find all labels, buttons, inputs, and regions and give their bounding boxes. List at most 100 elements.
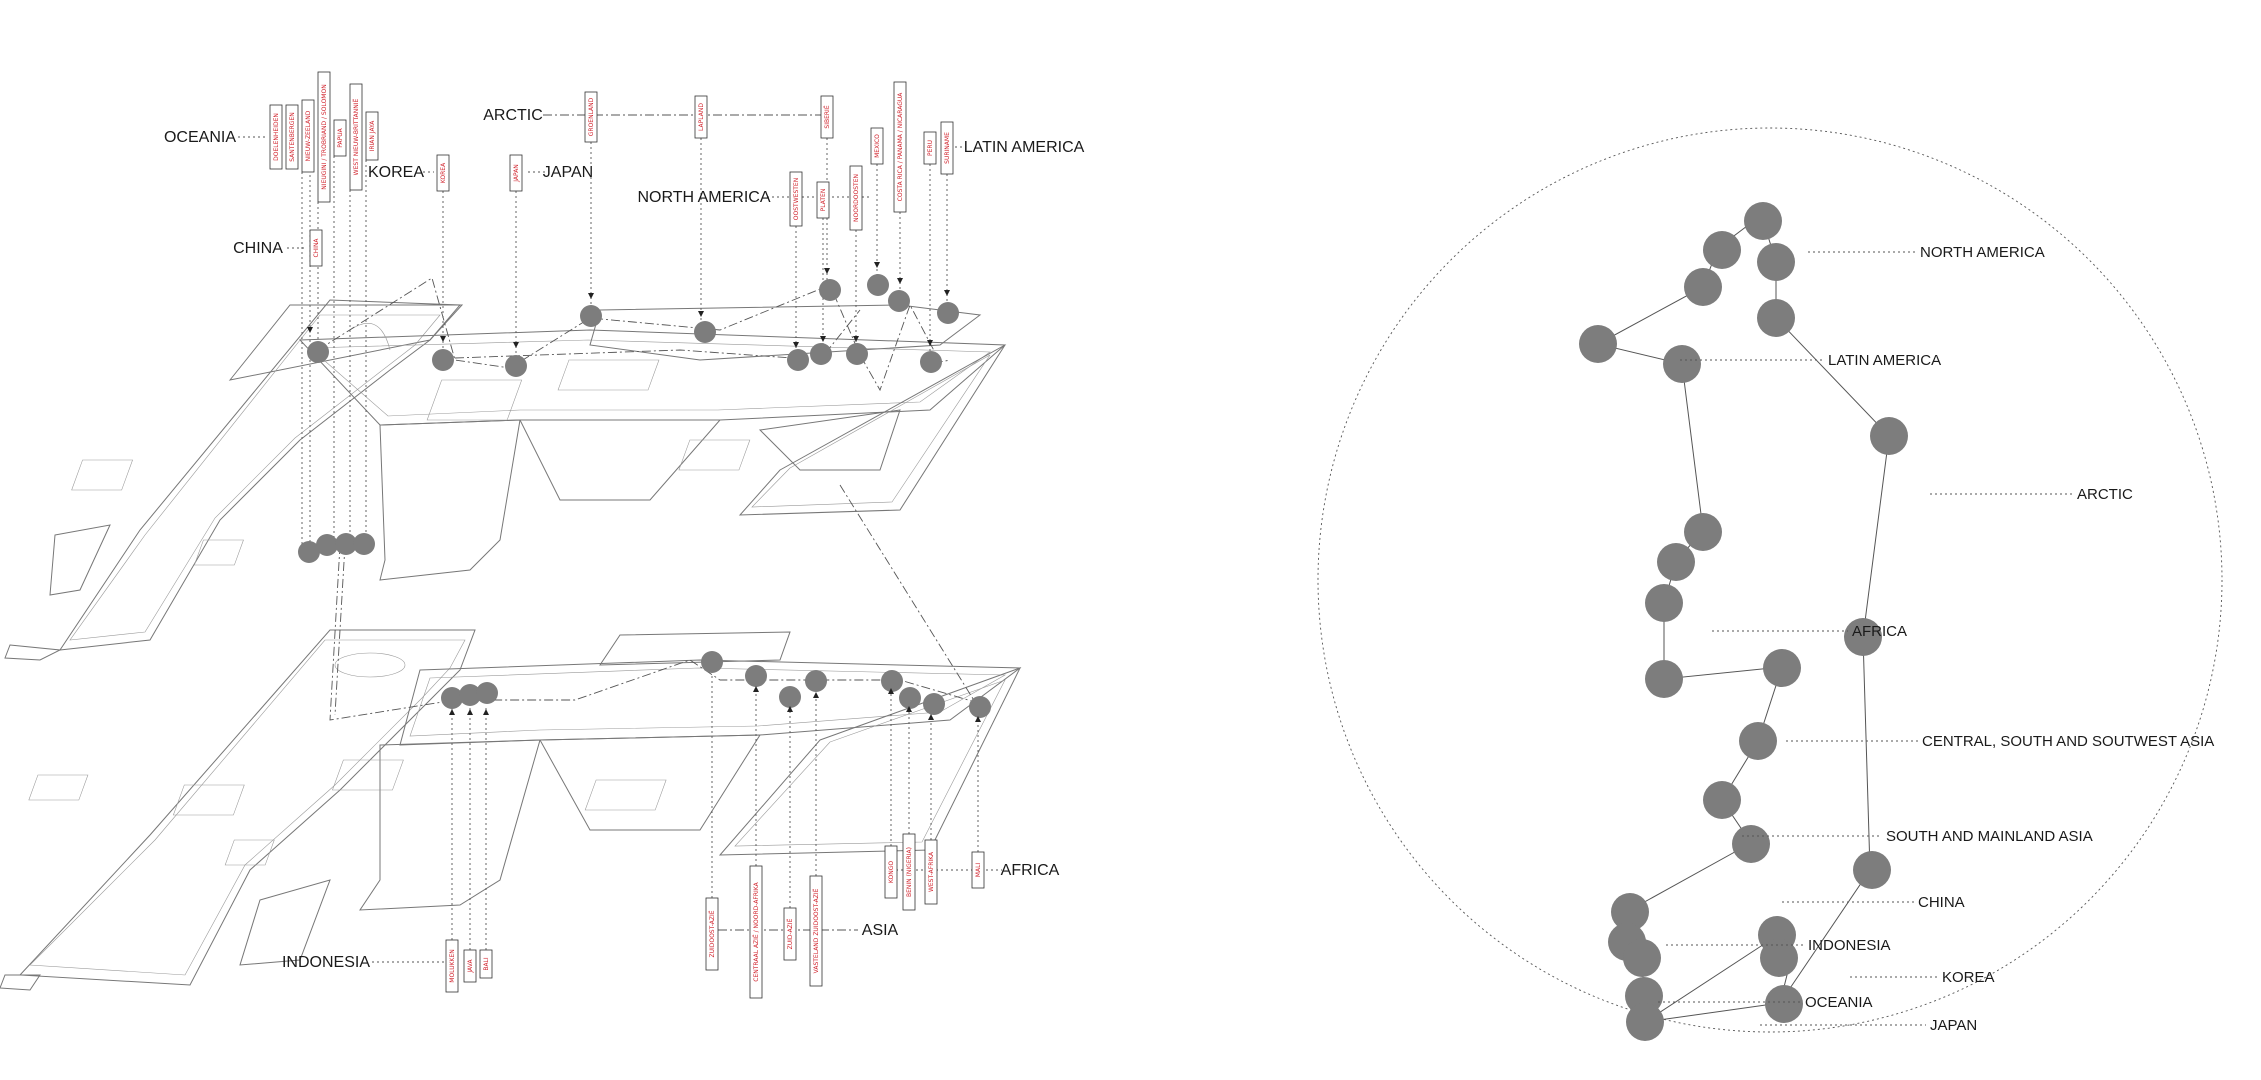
tag-tags_upper-12: SIBERIË [820, 95, 834, 139]
tag-box [349, 83, 363, 191]
node-lower-molukken[interactable] [441, 687, 463, 709]
node-lower-kongo[interactable] [881, 670, 903, 692]
circle-node-15[interactable] [1739, 722, 1777, 760]
tag-box [317, 71, 331, 203]
tag-tags_upper-17: COSTA RICA / PANAMA / NICARAGUA [893, 81, 907, 213]
node-upper-noordoosten[interactable] [846, 343, 868, 365]
node-upper-suriname[interactable] [937, 302, 959, 324]
node-upper-oceania-4[interactable] [353, 533, 375, 555]
circle-node-11[interactable] [1645, 584, 1683, 622]
tag-tags_upper-5: WEST NIEUW-BRITTANNIË [349, 83, 363, 191]
tag-label: WEST NIEUW-BRITTANNIË [353, 98, 360, 175]
node-upper-platen[interactable] [810, 343, 832, 365]
tag-box [694, 95, 708, 139]
tag-leaders [238, 114, 1002, 963]
node-upper-costa-rica[interactable] [888, 290, 910, 312]
node-upper-china[interactable] [307, 341, 329, 363]
circle-node-17[interactable] [1732, 825, 1770, 863]
circle-label-north-america: NORTH AMERICA [1920, 244, 2045, 261]
circle-node-5[interactable] [1757, 299, 1795, 337]
tag-box [940, 121, 954, 175]
circle-node-14[interactable] [1763, 649, 1801, 687]
tag-tags_upper-9: JAPAN [509, 154, 523, 192]
circle-node-8[interactable] [1870, 417, 1908, 455]
tag-box [301, 99, 315, 173]
circle-node-3[interactable] [1757, 243, 1795, 281]
tag-label: MOLUKKEN [449, 949, 456, 982]
node-upper-siberie[interactable] [819, 279, 841, 301]
tag-tags_lower-9: WEST-AFRIKA [924, 839, 938, 905]
circle-node-6[interactable] [1579, 325, 1617, 363]
tag-box [285, 104, 299, 170]
circle-nodes [1579, 202, 1908, 1041]
circle-node-26[interactable] [1626, 1003, 1664, 1041]
node-lower-zuidoost-azie[interactable] [701, 651, 723, 673]
circle-node-25[interactable] [1765, 985, 1803, 1023]
circle-node-19[interactable] [1611, 893, 1649, 931]
tag-tags_upper-13: OOSTWESTEN [789, 171, 803, 227]
tag-label: CENTRAAL AZIË / NOORD-AFRIKA [753, 881, 760, 981]
circle-node-10[interactable] [1657, 543, 1695, 581]
tag-label: NOORDOOSTEN [853, 174, 860, 222]
node-lower-west-afrika[interactable] [923, 693, 945, 715]
node-upper-korea[interactable] [432, 349, 454, 371]
node-lower-centraal-azie[interactable] [745, 665, 767, 687]
circle-node-23[interactable] [1760, 939, 1798, 977]
tag-box [584, 91, 598, 143]
circle-label-africa: AFRICA [1852, 623, 1907, 640]
node-lower-mali[interactable] [969, 696, 991, 718]
floorplan-nodes [298, 274, 991, 718]
node-upper-lapland[interactable] [694, 321, 716, 343]
node-lower-vasteland[interactable] [805, 670, 827, 692]
tag-box [479, 949, 493, 979]
circle-node-9[interactable] [1684, 513, 1722, 551]
node-upper-oceania-3[interactable] [335, 533, 357, 555]
tag-tags_upper-2: NIEUW-ZEELAND [301, 99, 315, 173]
circle-label-arctic: ARCTIC [2077, 486, 2133, 503]
tag-box [849, 165, 863, 231]
node-upper-oceania-1[interactable] [298, 541, 320, 563]
circle-node-16[interactable] [1703, 781, 1741, 819]
tag-box [445, 939, 459, 993]
node-upper-mexico[interactable] [867, 274, 889, 296]
region-label-oceania: OCEANIA [164, 129, 236, 146]
node-upper-groenland[interactable] [580, 305, 602, 327]
node-lower-benin[interactable] [899, 687, 921, 709]
node-lower-java[interactable] [459, 684, 481, 706]
tag-label: JAPAN [513, 164, 520, 183]
tag-box [365, 111, 379, 161]
tag-tags_lower-6: VASTELAND ZUIDOOST-AZIË [809, 875, 823, 987]
tag-box [893, 81, 907, 213]
tag-label: OOSTWESTEN [793, 178, 800, 220]
circle-node-13[interactable] [1645, 660, 1683, 698]
circle-node-2[interactable] [1703, 231, 1741, 269]
tag-tags_lower-8: BENIN (NIGERIA) [902, 833, 916, 911]
tag-tags_lower-3: ZUIDOOST-AZIË [705, 897, 719, 971]
circle-node-7[interactable] [1663, 345, 1701, 383]
tag-label: KONGO [888, 861, 895, 883]
region-label-africa: AFRICA [1001, 862, 1060, 879]
tag-tags_upper-1: SANTENBERGEN [285, 104, 299, 170]
node-upper-peru[interactable] [920, 351, 942, 373]
circle-label-korea: KOREA [1942, 969, 1995, 986]
tag-tags_upper-3: NIEUGINI / TROBRIAND / SOLOMON [317, 71, 331, 203]
circle-node-18[interactable] [1853, 851, 1891, 889]
tag-box [884, 845, 898, 899]
tag-label: WEST-AFRIKA [928, 851, 935, 892]
tag-label: PAPUA [337, 127, 344, 147]
node-lower-bali[interactable] [476, 682, 498, 704]
circle-node-22[interactable] [1623, 939, 1661, 977]
node-upper-oceania-2[interactable] [316, 534, 338, 556]
circle-node-4[interactable] [1684, 268, 1722, 306]
circle-node-12[interactable] [1844, 618, 1882, 656]
tag-tags_lower-10: MALI [971, 851, 985, 889]
node-upper-japan[interactable] [505, 355, 527, 377]
tag-tags_lower-7: KONGO [884, 845, 898, 899]
node-upper-oostwesten[interactable] [787, 349, 809, 371]
circle-node-1[interactable] [1744, 202, 1782, 240]
tag-tags_lower-4: CENTRAAL AZIË / NOORD-AFRIKA [749, 865, 763, 999]
node-lower-zuid-azie[interactable] [779, 686, 801, 708]
tag-label: JAVA [467, 959, 474, 974]
